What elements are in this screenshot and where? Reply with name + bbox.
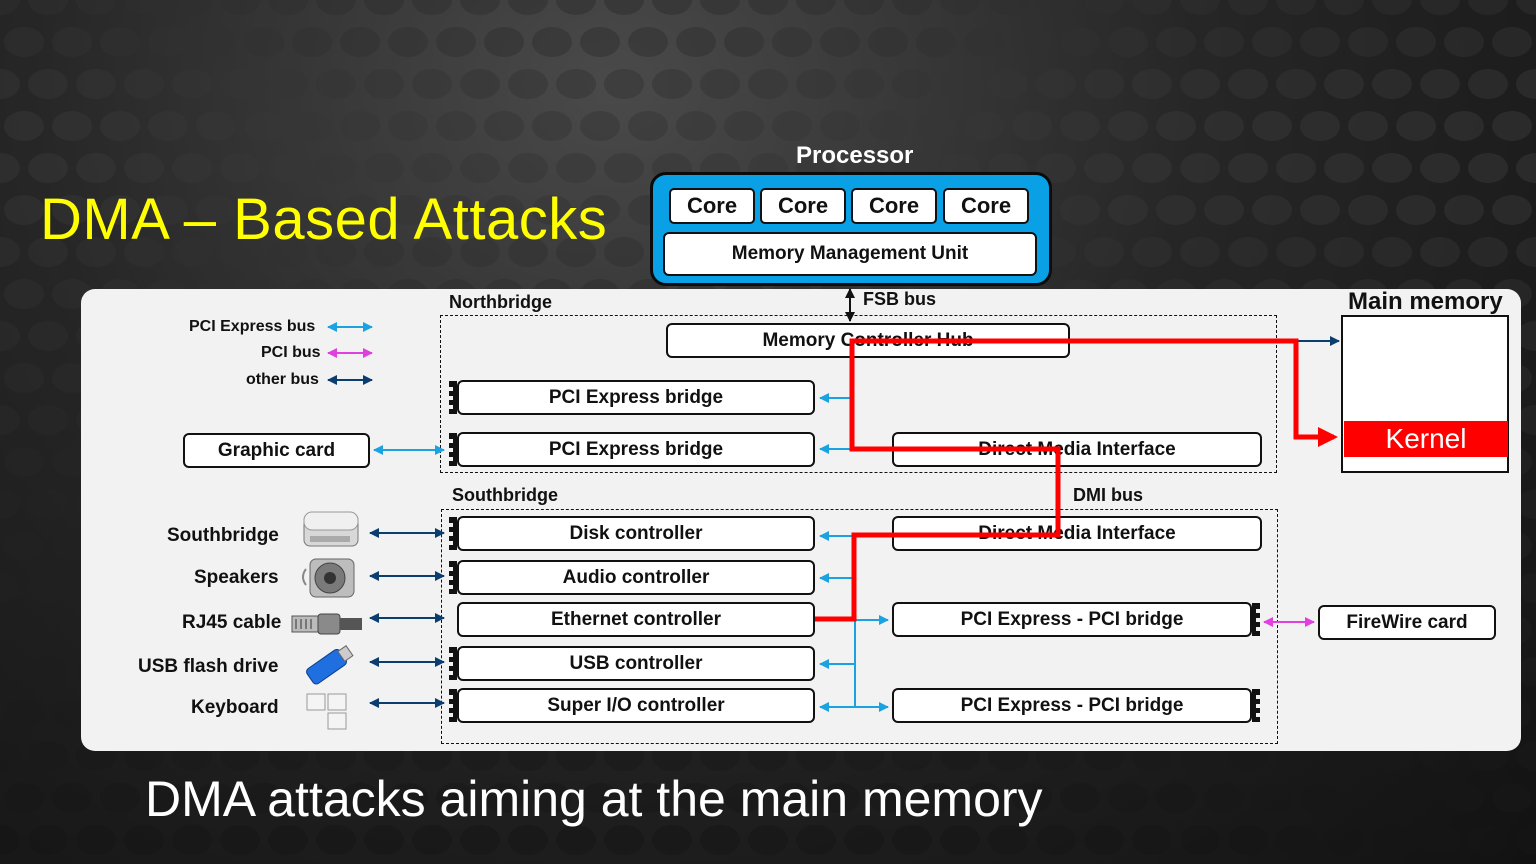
kernel-region: Kernel [1344,421,1508,457]
core-4: Core [943,188,1029,224]
fsb-bus-label: FSB bus [863,289,937,309]
pcie-pci-bridge-1: PCI Express - PCI bridge [892,602,1252,637]
northbridge-region [440,315,1277,473]
device-label-keyboard: Keyboard [191,697,279,718]
main-memory-label: Main memory [1348,288,1503,315]
memory-management-unit: Memory Management Unit [663,232,1037,276]
dmi-bus-label: DMI bus [1073,485,1143,505]
device-label-rj45: RJ45 cable [182,612,282,633]
processor: Core Core Core Core Memory Management Un… [650,172,1052,286]
graphic-card: Graphic card [183,433,370,468]
super-io-controller: Super I/O controller [457,688,815,723]
usb-flash-drive-icon [306,645,354,685]
dma-attack-path [815,338,1338,622]
pcie-pci-bridge-2: PCI Express - PCI bridge [892,688,1252,723]
hard-drive-icon [303,511,359,547]
audio-controller: Audio controller [457,560,815,595]
pcie-bridge-1: PCI Express bridge [457,380,815,415]
legend-pci-label: PCI bus [261,344,321,361]
legend-pcie-label: PCI Express bus [189,318,316,335]
core-3: Core [851,188,937,224]
device-label-usb-flash: USB flash drive [138,656,279,677]
southbridge-label: Southbridge [452,485,558,505]
core-1: Core [669,188,755,224]
northbridge-label: Northbridge [449,292,552,312]
slide-title: DMA – Based Attacks [40,187,608,252]
slide-subtitle: DMA attacks aiming at the main memory [145,771,1043,827]
disk-controller: Disk controller [457,516,815,551]
device-label-speakers: Speakers [194,567,279,588]
device-label-southbridge: Southbridge [167,525,279,546]
pcie-bridge-2: PCI Express bridge [457,432,815,467]
keyboard-icon [306,693,347,730]
firewire-card: FireWire card [1318,605,1496,640]
speaker-icon [302,558,355,598]
legend-other-label: other bus [246,371,319,388]
rj45-cable-icon [291,613,362,635]
usb-controller: USB controller [457,646,815,681]
processor-label: Processor [796,142,914,169]
ethernet-controller: Ethernet controller [457,602,815,637]
core-2: Core [760,188,846,224]
